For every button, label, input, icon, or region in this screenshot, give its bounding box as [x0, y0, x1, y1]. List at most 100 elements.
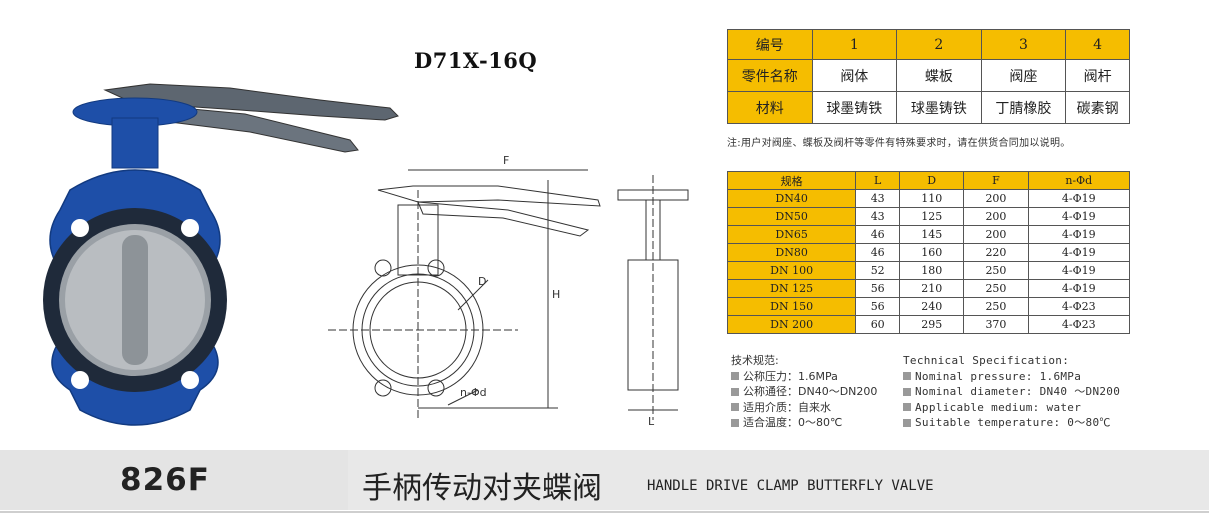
table-cell: 250	[963, 279, 1029, 298]
table-cell: 210	[899, 279, 965, 298]
spec-item: 公称压力：1.6MPa	[731, 369, 877, 385]
table-cell: 4-Φ19	[1027, 189, 1131, 208]
spec-item: Nominal diameter: DN40 ～DN200	[903, 384, 1120, 400]
spec-text: 适合温度：0～80℃	[743, 416, 843, 429]
square-bullet-icon	[903, 403, 911, 412]
table-cell: 200	[963, 207, 1029, 226]
spec-text: Applicable medium: water	[915, 400, 1082, 414]
table-cell: 4-Φ19	[1027, 243, 1131, 262]
table-cell: 145	[899, 225, 965, 244]
spec-title: Technical Specification:	[903, 354, 1070, 367]
label-D: D	[478, 275, 486, 288]
spec-item: Applicable medium: water	[903, 400, 1120, 416]
spec-title: 技术规范:	[731, 354, 779, 367]
square-bullet-icon	[903, 418, 911, 427]
spec-english: Technical Specification: Nominal pressur…	[903, 353, 1120, 431]
model-code: D71X-16Q	[414, 48, 538, 73]
spec-text: 公称压力：1.6MPa	[743, 369, 838, 383]
table-cell: 52	[855, 261, 901, 280]
model-number: 826F	[120, 462, 210, 498]
square-bullet-icon	[731, 372, 739, 381]
table-cell: 46	[855, 225, 901, 244]
table-cell: 4-Φ19	[1027, 261, 1131, 280]
column-header: F	[963, 171, 1029, 190]
table-cell: 370	[963, 315, 1029, 334]
side-view-drawing: L	[617, 175, 689, 428]
spec-text: 公称通径：DN40～DN200	[743, 385, 878, 398]
table-cell: 碳素钢	[1065, 91, 1130, 124]
label-F: F	[503, 154, 509, 167]
table-cell: DN80	[726, 243, 857, 262]
spec-item: 适用介质：自来水	[731, 400, 877, 416]
parts-note: 注:用户对阀座、蝶板及阀杆等零件有特殊要求时，请在供货合同加以说明。	[727, 138, 1071, 149]
table-cell: 43	[855, 189, 901, 208]
table-cell: 3	[980, 29, 1067, 60]
table-cell: 60	[855, 315, 901, 334]
table-cell: DN40	[726, 189, 857, 208]
valve-photo	[43, 83, 399, 426]
table-cell: DN 125	[726, 279, 857, 298]
table-cell: 4-Φ23	[1027, 315, 1131, 334]
table-cell: 阀体	[811, 59, 898, 92]
label-L: L	[648, 415, 655, 428]
table-cell: 阀杆	[1065, 59, 1130, 92]
table-cell: 零件名称	[727, 59, 813, 92]
table-cell: 编号	[727, 29, 813, 60]
table-cell: 56	[855, 279, 901, 298]
table-cell: 46	[855, 243, 901, 262]
table-row: 零件名称 阀体 蝶板 阀座 阀杆	[727, 59, 1130, 92]
table-cell: 1	[811, 29, 898, 60]
spec-text: Nominal pressure: 1.6MPa	[915, 369, 1082, 383]
table-cell: 阀座	[980, 59, 1067, 92]
table-cell: 250	[963, 261, 1029, 280]
table-cell: DN 100	[726, 261, 857, 280]
table-row: 编号 1 2 3 4	[727, 29, 1130, 60]
table-cell: 4-Φ19	[1027, 225, 1131, 244]
spec-item: Suitable temperature: 0～80℃	[903, 415, 1120, 431]
table-cell: 200	[963, 189, 1029, 208]
table-cell: 240	[899, 297, 965, 316]
square-bullet-icon	[903, 387, 911, 396]
table-cell: 43	[855, 207, 901, 226]
table-cell: 4-Φ19	[1027, 207, 1131, 226]
table-cell: DN65	[726, 225, 857, 244]
table-cell: 球墨铸铁	[811, 91, 898, 124]
table-cell: DN 200	[726, 315, 857, 334]
square-bullet-icon	[731, 403, 739, 412]
spec-chinese: 技术规范: 公称压力：1.6MPa 公称通径：DN40～DN200 适用介质：自…	[731, 353, 877, 431]
label-H: H	[552, 288, 560, 301]
product-title-cn: 手柄传动对夹蝶阀	[362, 471, 602, 506]
column-header: 规格	[726, 171, 857, 190]
table-cell: 220	[963, 243, 1029, 262]
table-cell: 2	[896, 29, 982, 60]
table-cell: 125	[899, 207, 965, 226]
spec-item: 公称通径：DN40～DN200	[731, 384, 877, 400]
table-header-row: 规格 L D F n-Φd	[726, 171, 1131, 190]
spec-item: 适合温度：0～80℃	[731, 415, 877, 431]
front-view-drawing: F H D n-Φd	[328, 154, 601, 420]
spec-text: Nominal diameter: DN40 ～DN200	[915, 385, 1121, 398]
table-cell: 56	[855, 297, 901, 316]
table-cell: DN 150	[726, 297, 857, 316]
table-cell: 材料	[727, 91, 813, 124]
table-cell: 4-Φ23	[1027, 297, 1131, 316]
table-cell: 295	[899, 315, 965, 334]
table-cell: 4	[1065, 29, 1130, 60]
table-cell: 蝶板	[896, 59, 982, 92]
table-row: 材料 球墨铸铁 球墨铸铁 丁腈橡胶 碳素钢	[727, 91, 1130, 124]
spec-text: 适用介质：自来水	[743, 400, 831, 414]
square-bullet-icon	[731, 418, 739, 427]
footer-divider	[0, 511, 1209, 513]
table-cell: 4-Φ19	[1027, 279, 1131, 298]
table-cell: DN50	[726, 207, 857, 226]
column-header: L	[855, 171, 901, 190]
product-title-en: HANDLE DRIVE CLAMP BUTTERFLY VALVE	[647, 478, 934, 494]
